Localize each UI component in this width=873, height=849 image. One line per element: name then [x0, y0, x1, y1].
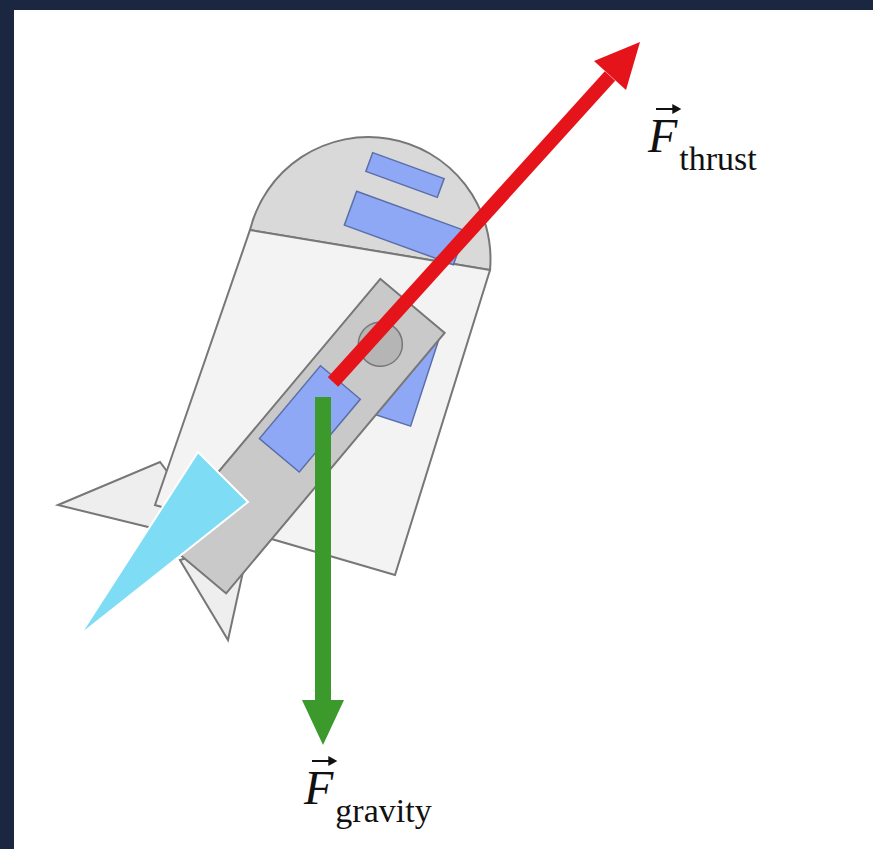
flame	[80, 452, 248, 635]
vector-symbol: F	[648, 112, 677, 160]
center-strip	[162, 279, 445, 593]
gravity-vector	[315, 397, 331, 703]
vector-arrow	[656, 108, 675, 110]
dark-border	[0, 0, 14, 849]
dark-border	[0, 0, 873, 10]
window	[366, 153, 444, 198]
thrust-arrowhead	[594, 42, 640, 90]
panel	[259, 366, 360, 472]
gravity-arrowhead	[302, 700, 344, 745]
vector-arrow	[312, 760, 331, 762]
vector-subscript: gravity	[335, 794, 431, 828]
vector-symbol: F	[304, 764, 333, 812]
thrust-vector	[333, 76, 610, 382]
vector-subscript: thrust	[679, 142, 756, 176]
